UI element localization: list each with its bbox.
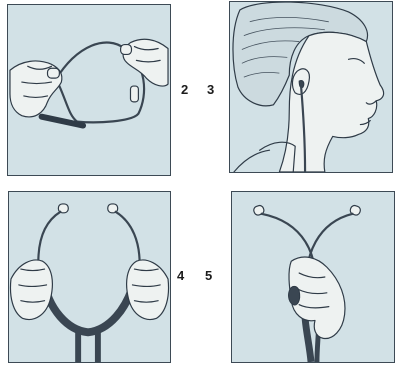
figure-number-5: 5	[205, 269, 212, 283]
figure-number-3: 3	[207, 83, 214, 97]
figure-3-panel	[229, 1, 393, 173]
profile-with-earpiece-icon	[230, 2, 392, 172]
figure-5-panel	[231, 191, 395, 363]
stethoscope-held-open-icon	[8, 5, 170, 175]
figure-4-panel	[8, 191, 171, 363]
stethoscope-headset-held-icon	[9, 192, 170, 362]
figure-number-4: 4	[177, 269, 184, 283]
stethoscope-crossed-held-icon	[232, 192, 394, 362]
figure-number-2: 2	[181, 83, 188, 97]
figure-2-panel	[7, 4, 171, 176]
